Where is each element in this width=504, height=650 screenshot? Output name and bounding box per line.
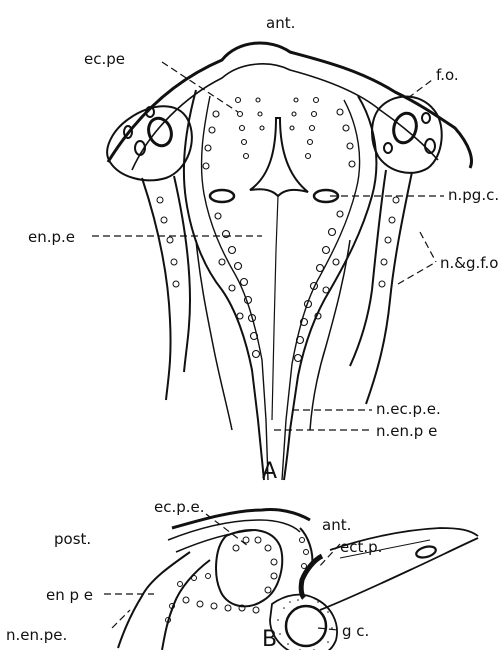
panel-b-drawing [118,509,478,650]
label-b-ec-p-e: ec.p.e. [154,498,205,516]
label-a-n-g-f-o: n.&g.f.o [440,254,498,272]
label-b-ect-p: ect.p. [340,538,382,556]
label-a-ec-pe: ec.pe [84,50,125,68]
label-a-n-en-p-e: n.en.p e [376,422,437,440]
label-b-post: post. [54,530,91,548]
label-a-en-p-e: en.p.e [28,228,75,246]
leader-a-n-g-f-o-2 [398,262,436,284]
label-b-n-en-pe: n.en.pe. [6,626,67,644]
label-a-n-pg-c: n.pg.c. [448,186,499,204]
leader-b-g-c [318,628,338,630]
leader-a-n-g-f-o-1 [420,232,436,262]
label-b-ant: ant. [322,516,351,534]
panel-b-label: B [262,627,277,650]
panel-a-label: A [262,459,277,484]
panel-a-labels: ant. ec.pe f.o. n.pg.c. en.p.e n.&g.f.o … [28,14,499,484]
label-a-f-o: f.o. [436,66,459,84]
label-b-en-p-e: en p e [46,586,93,604]
leader-a-f-o [408,80,432,98]
label-b-g-c: g c. [342,622,369,640]
label-a-n-ec-p-e: n.ec.p.e. [376,400,441,418]
label-a-ant: ant. [266,14,295,32]
